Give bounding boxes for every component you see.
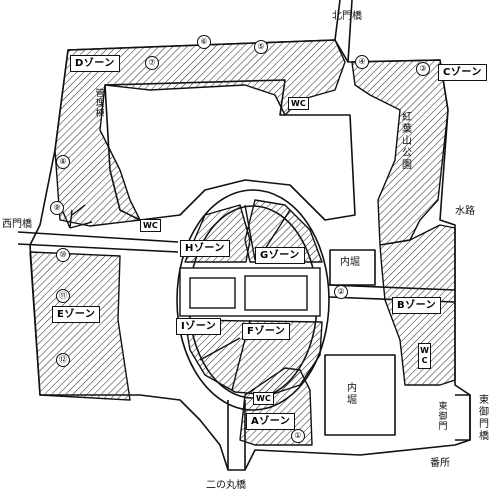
marker-6: ⑥ [197,35,211,49]
zone-g-label: Gゾーン [255,247,305,264]
west-gate-bridge-label: 西門橋 [2,219,32,230]
wc-south: WC [253,392,274,405]
zone-a-label: Aゾーン [246,413,296,430]
inner-moat-lower-label: 内堀 [347,383,357,406]
north-gate-bridge-label: 北門橋 [332,11,362,22]
zone-e-label: Eゾーン [52,306,101,323]
zone-f-label: Fゾーン [242,323,291,340]
tree-symbol [59,204,93,229]
inner-moat-upper-block [329,249,376,286]
waterway-label: 水路 [455,206,475,217]
zone-c-area [351,59,449,246]
zone-d-area [54,39,346,227]
central-building-left [189,277,236,309]
ninomaru-bridge-label: 二の丸橋 [206,480,246,491]
wc-east: WC [418,343,431,369]
central-building-right [244,275,308,311]
zone-i-label: Iゾーン [176,318,222,335]
wc-west: WC [140,219,161,232]
zone-b-label: Bゾーン [392,297,442,314]
zone-e-area [29,251,131,401]
east-gate-structure [455,394,471,441]
marker-1: ① [291,429,305,443]
marker-12: ⑫ [56,353,70,367]
wc-north: WC [288,97,309,110]
marker-8: ⑧ [56,155,70,169]
central-plaza-outline [104,79,356,221]
guardhouse-label: 番所 [430,458,450,469]
east-gate-bridge-label: 東御門橋 [479,395,489,442]
oval-path-1 [199,204,291,391]
marker-4: ④ [355,55,369,69]
marker-5: ⑤ [254,40,268,54]
zone-d-label: Dゾーン [70,55,120,72]
marker-7: ⑦ [145,56,159,70]
marker-2: ② [334,285,348,299]
north-road [334,0,353,63]
zone-c-label: Cゾーン [438,64,487,81]
east-gate-label: 東御門 [438,402,448,432]
marker-9: ⑨ [50,201,64,215]
koyosan-park-label: 紅葉山公園 [402,112,412,171]
inner-moat-upper-label: 内堀 [340,257,360,268]
marker-11: ⑪ [56,289,70,303]
zone-h-label: Hゾーン [180,240,230,257]
management-building-label: 管理棟 [95,89,105,119]
marker-10: ⑩ [56,248,70,262]
west-road [17,231,179,253]
marker-3: ③ [416,62,430,76]
inner-moat-lower-block [324,354,396,436]
